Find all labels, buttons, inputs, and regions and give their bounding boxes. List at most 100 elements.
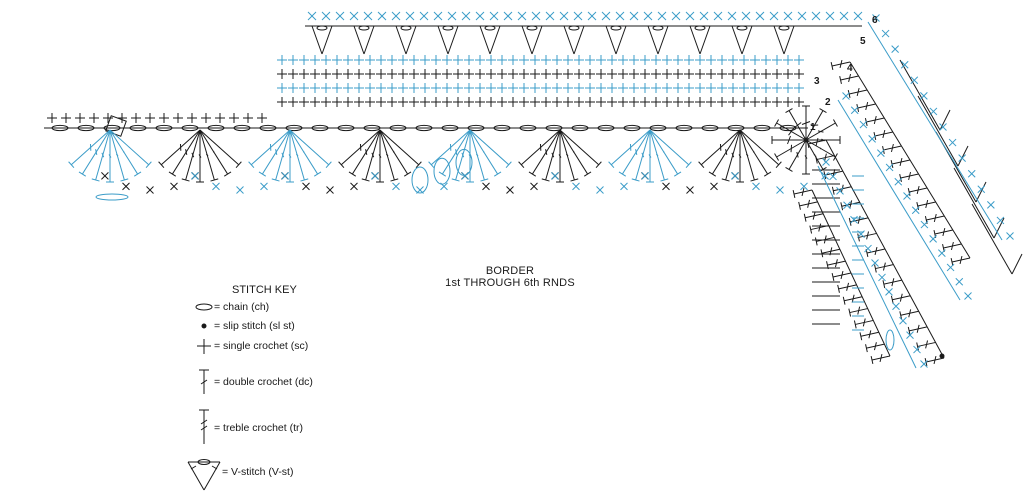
double-crochet-mark [271,178,280,182]
key-label-v-stitch: = V-stitch (V-st) [222,466,294,478]
double-crochet-mark [796,151,799,158]
double-crochet-mark [882,129,886,139]
single-crochet-mark [825,11,835,21]
v-stitch-mark [917,95,959,167]
round-number-3: 3 [814,76,820,87]
double-crochet-mark [68,161,75,169]
chain-mark [779,124,797,132]
double-crochet-mark [840,270,844,280]
v-stitch-mark [615,25,627,55]
double-crochet-mark [763,171,772,177]
double-crochet-mark [899,157,903,167]
diagram-title: BORDER 1st THROUGH 6th RNDS [430,265,590,289]
double-crochet-mark [595,161,602,169]
single-crochet-mark [371,172,379,180]
chain-mark [493,124,511,132]
double-crochet-mark [814,237,818,246]
double-crochet-mark [631,178,640,182]
double-crochet-mark [857,215,861,224]
round-number-2: 2 [825,97,831,108]
single-crochet-mark [349,11,359,21]
single-crochet-mark [391,11,401,21]
round-number-1: 1 [810,122,816,133]
key-label-double-crochet: = double crochet (dc) [214,376,313,388]
black-rounds [44,25,1023,367]
chain-mark [233,124,251,132]
double-crochet-mark [790,144,793,153]
double-crochet-mark [831,186,835,195]
double-crochet-mark [818,223,822,232]
key-label-single-crochet: = single crochet (sc) [214,340,309,352]
chain-mark [778,25,790,31]
single-crochet-mark [964,292,972,300]
single-crochet-mark [587,11,597,21]
single-crochet-mark [929,107,938,116]
single-crochet-mark [741,11,751,21]
v-stitch-mark [447,25,459,55]
double-crochet-mark [859,332,863,341]
double-crochet-mark [856,103,860,113]
double-crochet-mark [295,153,299,157]
double-crochet-mark [874,264,877,273]
single-crochet-mark [377,11,387,21]
chain-mark [885,329,895,351]
double-crochet-mark [313,171,322,177]
single-crochet-mark [506,186,514,194]
double-crochet-mark [916,201,920,211]
double-crochet-mark [891,278,895,287]
single-crochet-mark [641,172,649,180]
double-crochet-mark [925,199,929,209]
double-crochet-mark [275,149,278,155]
v-stitch-mark [773,25,785,55]
single-crochet-mark [572,182,580,191]
single-crochet-mark [559,11,569,21]
v-stitch-mark [657,25,669,55]
double-crochet-mark [108,154,112,158]
double-crochet-mark [950,257,954,267]
single-crochet-mark [236,186,244,194]
single-crochet-mark [797,11,807,21]
single-crochet-mark [939,123,947,131]
single-crochet-mark [671,11,681,21]
double-crochet-mark [907,187,911,197]
double-crochet-mark [873,342,877,351]
v-stitch-mark [573,25,585,55]
double-crochet-mark [325,161,332,169]
single-crochet-mark [811,11,821,21]
double-crochet-mark [801,187,805,197]
single-crochet-mark [977,185,986,194]
chain-mark [311,124,329,132]
double-crochet-mark [857,306,861,315]
double-crochet-mark [545,149,548,155]
single-crochet-mark [620,182,628,191]
single-crochet-mark [872,14,880,22]
single-crochet-mark [920,92,928,100]
single-crochet-mark [685,11,695,21]
stitch-key-heading: STITCH KEY [232,284,297,296]
v-stitch-mark [437,25,449,55]
chain-mark [526,25,538,31]
single-crochet-mark [440,182,448,191]
single-crochet-mark [920,360,928,368]
double-crochet-mark [348,171,357,177]
single-crochet-mark [958,154,966,162]
double-crochet-mark [798,201,801,210]
single-crochet-mark [122,182,130,191]
round-number-6: 6 [872,15,878,26]
single-crochet-mark [906,331,914,339]
single-crochet-mark [955,277,964,286]
double-crochet-mark [862,318,866,327]
double-crochet-mark [810,124,819,127]
double-crochet-mark [809,225,813,234]
double-crochet-mark [365,149,368,155]
v-stitch-mark [957,145,969,167]
chain-mark [519,124,537,132]
double-crochet-mark [583,171,592,177]
double-crochet-mark [834,259,838,268]
chain-mark [415,124,433,132]
double-crochet-mark [185,149,188,155]
double-crochet-mark [300,178,309,182]
single-crochet-mark [433,11,443,21]
double-crochet-mark [468,154,472,158]
slip-stitch-dot-icon [201,323,207,329]
